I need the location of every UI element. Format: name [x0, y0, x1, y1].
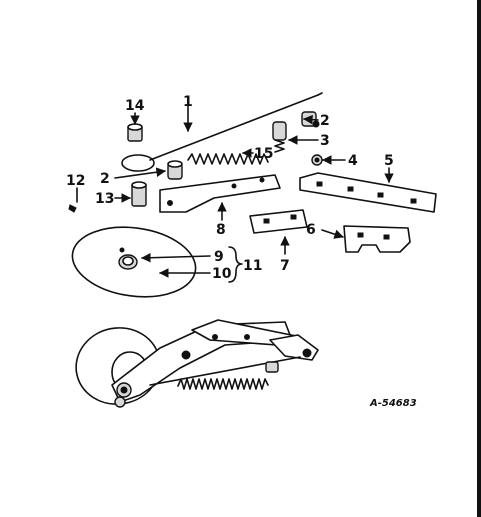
bushing-part-2-left [167, 160, 183, 180]
assembled-view [75, 319, 319, 408]
pin-part-12 [68, 204, 77, 213]
plate-part-5 [299, 172, 437, 213]
callout-12: 12 [66, 173, 85, 189]
spring-part-15 [187, 153, 269, 165]
plate-part-7 [249, 209, 308, 234]
callout-8: 8 [216, 222, 226, 238]
callout-13: 13 [95, 191, 114, 207]
callout-7: 7 [280, 258, 290, 274]
page-edge-border [477, 0, 481, 517]
callout-9: 9 [214, 249, 224, 265]
disc-part-10 [71, 226, 197, 298]
nut-part-14 [127, 123, 143, 142]
callout-1: 1 [183, 94, 193, 110]
drawing-number: A-54683 [369, 398, 417, 409]
callout-3: 3 [320, 133, 330, 149]
callout-10: 10 [212, 266, 232, 282]
callout-6: 6 [306, 222, 316, 238]
nut-part-4 [311, 154, 323, 166]
callout-11: 11 [243, 258, 262, 274]
callout-4: 4 [348, 153, 358, 169]
leader-lines [76, 98, 394, 283]
callout-2-upper: 2 [320, 113, 330, 129]
callout-14: 14 [125, 98, 145, 114]
callout-labels: 14 1 2 3 15 4 5 12 2 13 8 6 7 9 10 11 [66, 94, 394, 282]
bracket-part-8 [159, 174, 281, 213]
spring-part-3 [272, 121, 287, 153]
rod-part-1 [121, 92, 323, 172]
callout-5: 5 [384, 153, 394, 169]
callout-2-left: 2 [100, 171, 110, 187]
callout-15: 15 [254, 146, 273, 162]
plate-part-6 [343, 225, 411, 253]
sleeve-part-13 [131, 181, 147, 207]
